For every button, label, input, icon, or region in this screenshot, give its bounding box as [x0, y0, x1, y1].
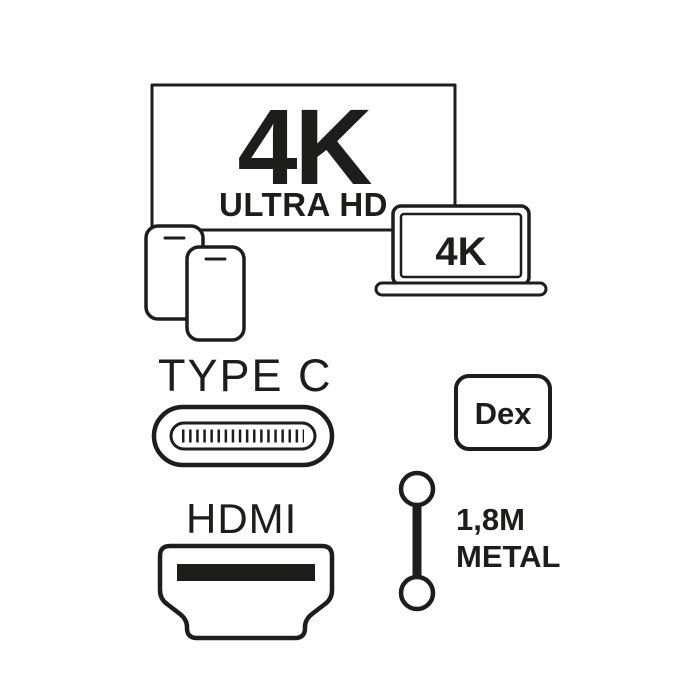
- phone-front-icon: [185, 245, 246, 342]
- ultra-hd-label: ULTRA HD: [219, 186, 388, 223]
- cable-material-label: METAL: [456, 539, 561, 574]
- laptop-4k-label: 4K: [435, 230, 487, 274]
- type-c-label: TYPE C: [158, 350, 333, 401]
- usb-c-connector-icon: [151, 404, 335, 468]
- cable-icon: [398, 470, 436, 612]
- monitor-4k-label: 4K: [237, 86, 372, 207]
- cable-length-label: 1,8M: [456, 502, 525, 537]
- dex-label: Dex: [474, 396, 532, 431]
- phone-icons: [144, 224, 246, 342]
- laptop-icon: [374, 204, 548, 297]
- hdmi-pin-bar: [177, 564, 315, 581]
- hdmi-connector-icon: [157, 543, 335, 641]
- hdmi-label: HDMI: [186, 495, 298, 542]
- dex-badge: [454, 374, 552, 451]
